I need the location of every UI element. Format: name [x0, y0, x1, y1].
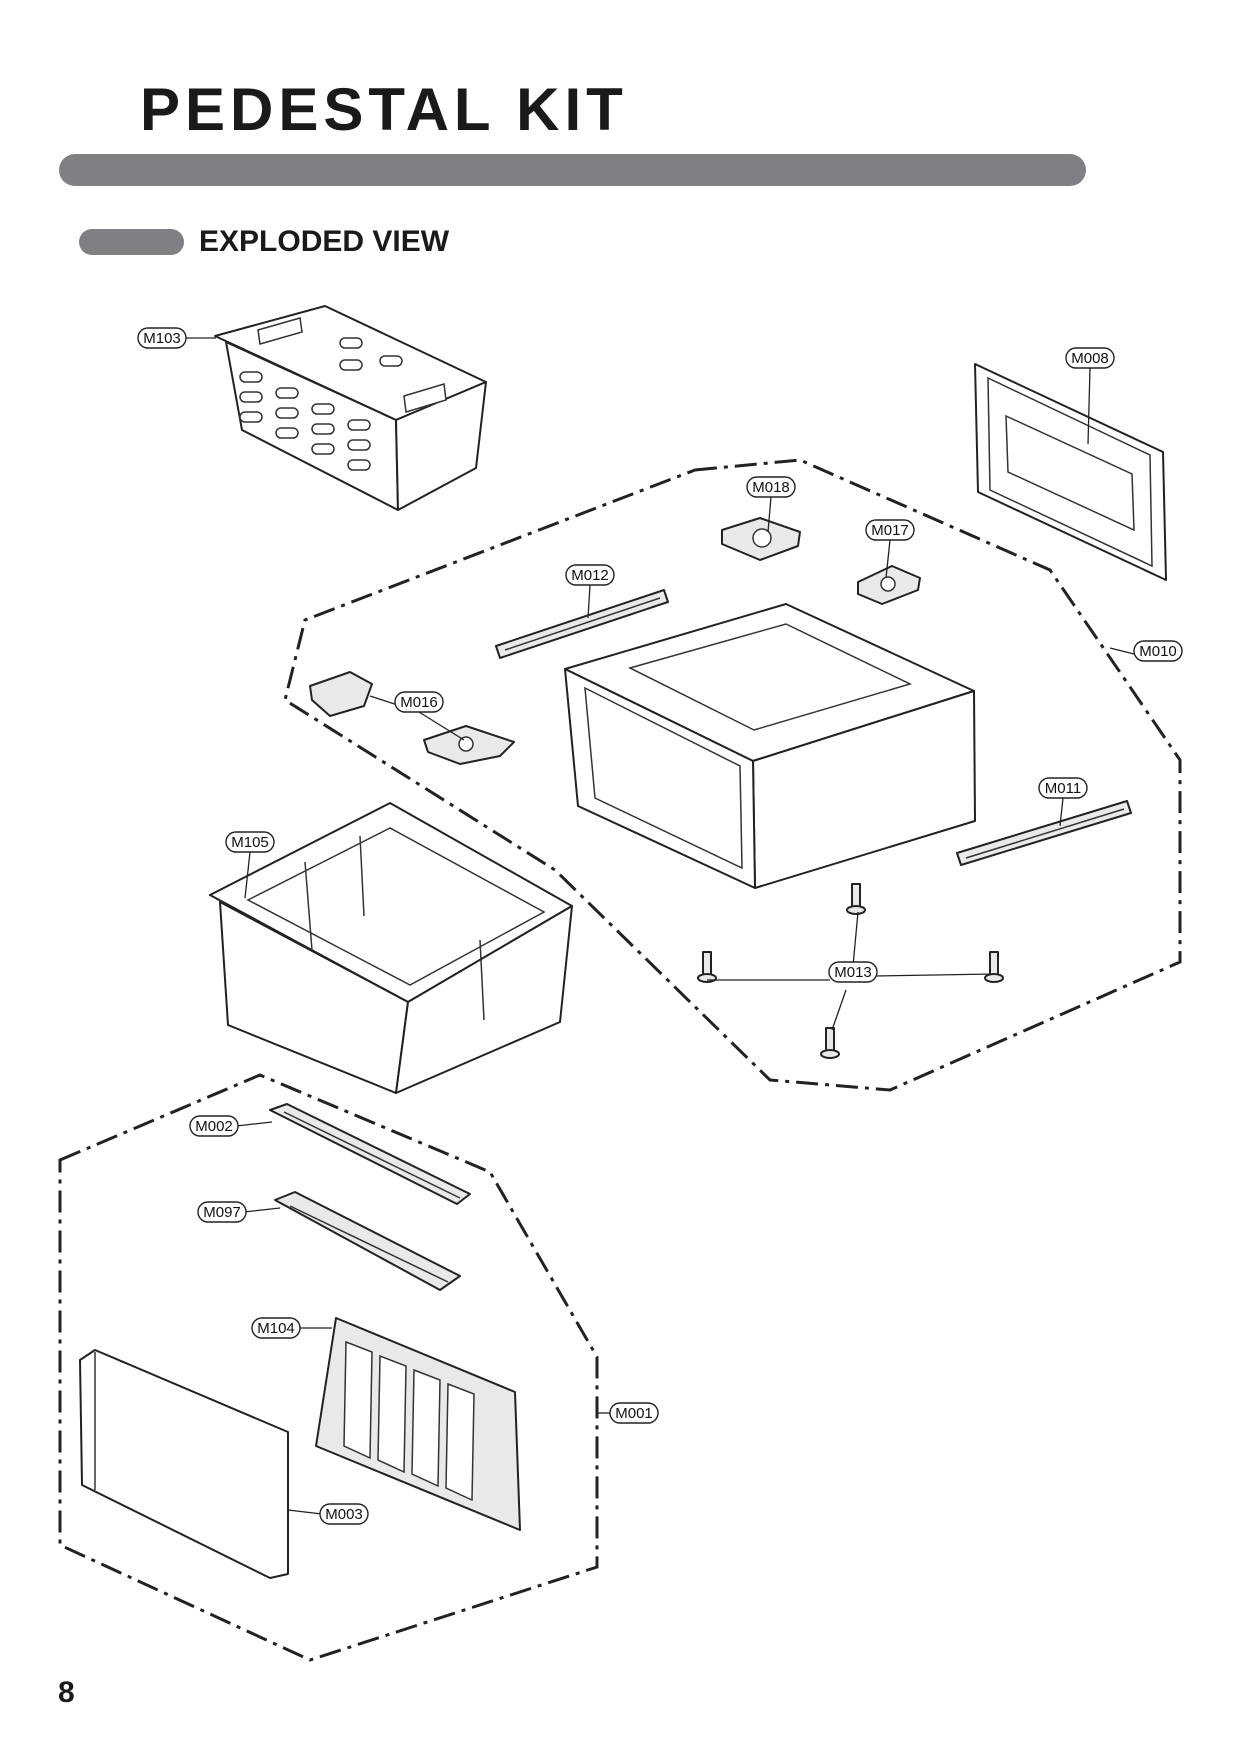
label-m103-text: M103 [143, 330, 181, 347]
label-m105: M105 [225, 831, 275, 853]
label-m018-text: M018 [752, 479, 790, 496]
drawer-front-frame-part [315, 1317, 521, 1531]
label-m097-text: M097 [203, 1204, 241, 1221]
label-m012-text: M012 [571, 567, 609, 584]
page-title: PEDESTAL KIT [140, 76, 628, 143]
leveling-legs-part [697, 883, 1004, 1059]
bracket-m018-part [721, 517, 801, 561]
label-m003: M003 [319, 1503, 369, 1525]
slide-rail-left-part [495, 589, 669, 659]
label-m010: M010 [1133, 640, 1183, 662]
bracket-set-m016-part [309, 671, 515, 765]
label-m002-text: M002 [195, 1118, 233, 1135]
label-m104-text: M104 [257, 1320, 295, 1337]
label-m011-text: M011 [1045, 780, 1081, 797]
cover-m097-part [274, 1191, 461, 1291]
cabinet-box-part [564, 603, 976, 889]
label-m008: M008 [1065, 347, 1115, 369]
label-m017: M017 [865, 519, 915, 541]
label-m097: M097 [197, 1201, 247, 1223]
label-m103: M103 [137, 327, 187, 349]
cabinet-assembly-boundary [283, 458, 1182, 1092]
label-m010-text: M010 [1139, 643, 1177, 660]
label-m104: M104 [251, 1317, 301, 1339]
basket-part [214, 305, 487, 511]
label-m016-text: M016 [400, 694, 438, 711]
label-m016: M016 [394, 691, 444, 713]
drawer-front-panel-part [79, 1349, 289, 1579]
page-number: 8 [58, 1676, 75, 1709]
label-m001-text: M001 [615, 1405, 653, 1422]
label-m002: M002 [189, 1115, 239, 1137]
label-m018: M018 [746, 476, 796, 498]
label-m013: M013 [828, 961, 878, 983]
bracket-m017-part [857, 565, 921, 605]
label-m001: M001 [609, 1402, 659, 1424]
leader-lines [186, 337, 1143, 1515]
drawer-assembly-boundary [58, 1073, 599, 1662]
title-bar [59, 154, 1086, 186]
label-m012: M012 [565, 564, 615, 586]
label-m017-text: M017 [871, 522, 909, 539]
slide-rail-right-part [956, 800, 1132, 866]
label-m011: M011 [1038, 777, 1088, 799]
label-m105-text: M105 [231, 834, 269, 851]
label-m008-text: M008 [1071, 350, 1109, 367]
section-title: EXPLODED VIEW [199, 225, 450, 258]
label-m003-text: M003 [325, 1506, 363, 1523]
section-pill [79, 229, 184, 255]
frame-m002-part [269, 1103, 471, 1205]
drawer-tub-part [209, 802, 573, 1094]
label-m013-text: M013 [834, 964, 872, 981]
rear-panel-part [974, 363, 1167, 581]
